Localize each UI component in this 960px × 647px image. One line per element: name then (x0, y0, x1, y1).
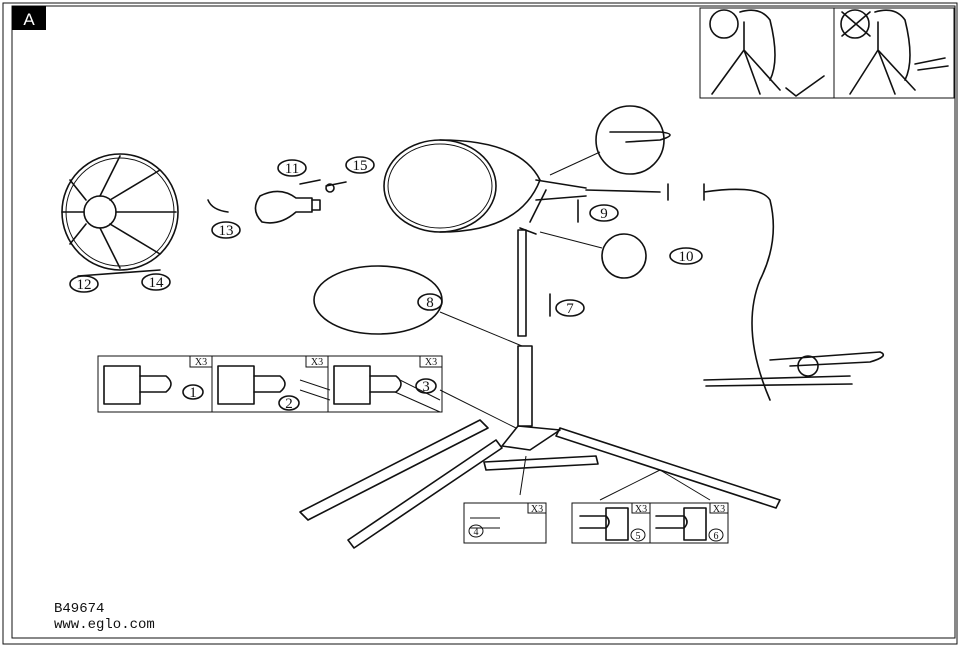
step-3-label: 3 (422, 379, 430, 395)
upper-rod (517, 229, 527, 337)
step-9-label: 9 (600, 206, 608, 222)
step-12-label: 12 (77, 277, 92, 293)
step-7-label: 7 (566, 301, 574, 317)
step-6-label: 6 (714, 531, 719, 542)
lamp-head (383, 105, 775, 401)
step-2-label: 2 (285, 396, 293, 412)
step-4-label: 4 (474, 527, 479, 538)
step-1-label: 1 (189, 385, 197, 401)
step-11-label: 11 (285, 161, 299, 177)
quantity-label: X3 (531, 504, 543, 515)
tripod (299, 345, 781, 549)
light-bulb (207, 179, 347, 224)
step-13-label: 13 (219, 223, 234, 239)
step-14-label: 14 (149, 275, 165, 291)
website-link[interactable]: www.eglo.com (54, 617, 155, 633)
preview-panels (699, 7, 955, 99)
detail-panels-1-3 (97, 355, 443, 413)
quantity-label: X3 (195, 357, 207, 368)
step-10-label: 10 (679, 249, 694, 265)
quantity-label: X3 (635, 504, 647, 515)
detail-panels-4-6 (463, 502, 729, 544)
article-number: B49674 (54, 601, 104, 617)
step-12-marker (69, 275, 99, 293)
lamp-cage (61, 153, 179, 277)
quantity-label: X3 (713, 504, 725, 515)
section-label: A (23, 10, 35, 29)
inner-frame (11, 5, 956, 639)
quantity-label: X3 (311, 357, 323, 368)
section-badge (12, 6, 46, 30)
cable-switch (703, 351, 885, 387)
quantity-label: X3 (425, 357, 437, 368)
step-5-label: 5 (636, 531, 641, 542)
step-8-label: 8 (426, 295, 434, 311)
step-15-label: 15 (353, 158, 368, 174)
